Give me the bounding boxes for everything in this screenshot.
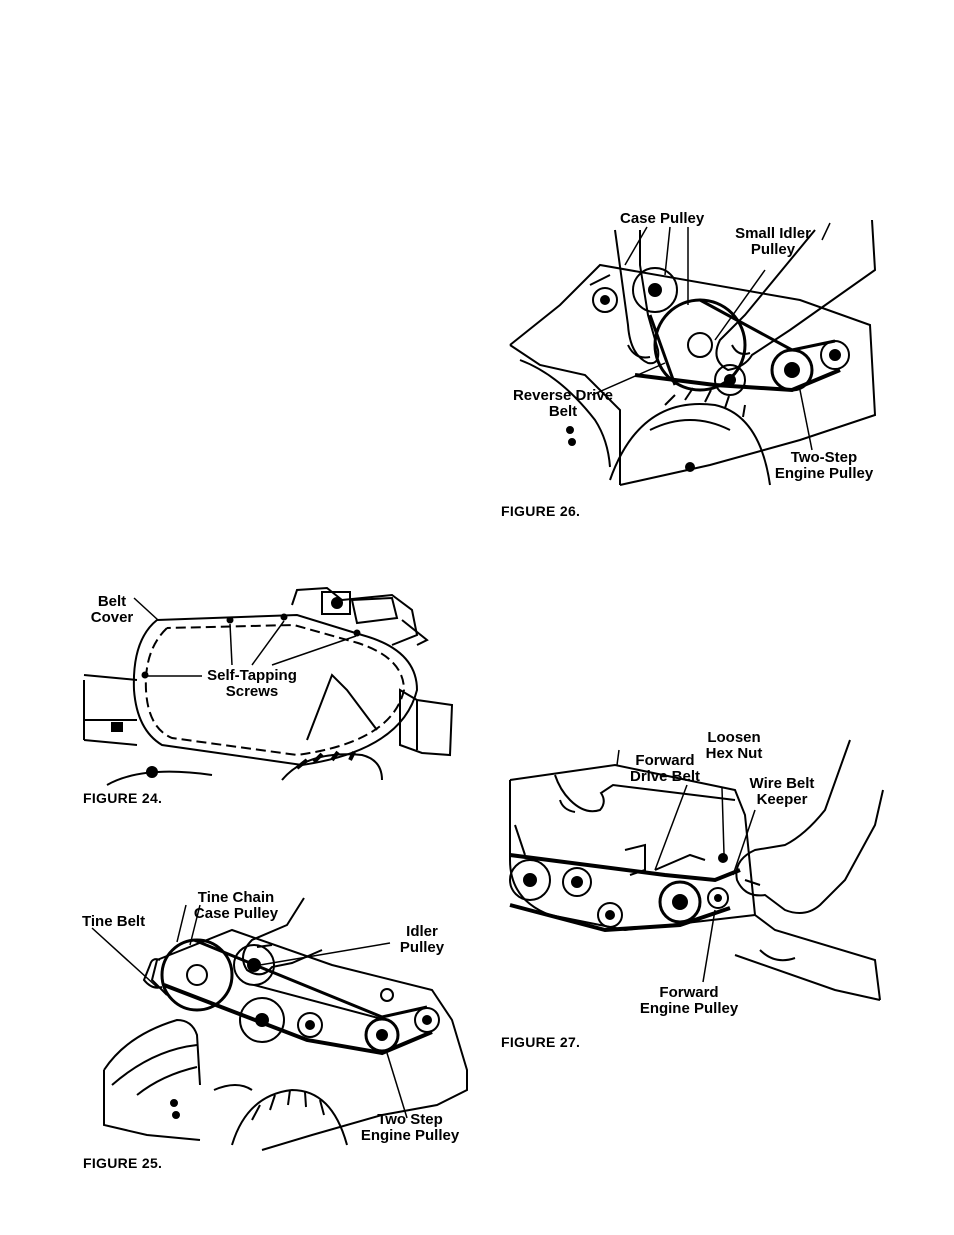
label-tine-chain-case-pulley: Tine Chain Case Pulley	[186, 890, 286, 922]
figure-25-caption: FIGURE 25.	[83, 1155, 162, 1171]
label-forward-engine-pulley: Forward Engine Pulley	[629, 985, 749, 1017]
figure-25: Tine Belt Tine Chain Case Pulley Idler P…	[82, 885, 472, 1185]
label-self-tapping-screws: Self-Tapping Screws	[200, 668, 304, 700]
figure-26: Case Pulley Small Idler Pulley Reverse D…	[500, 205, 890, 525]
figure-26-caption: FIGURE 26.	[501, 503, 580, 519]
figure-27-caption: FIGURE 27.	[501, 1034, 580, 1050]
label-belt-cover: Belt Cover	[84, 594, 140, 626]
figure-24-caption: FIGURE 24.	[83, 790, 162, 806]
figure-24: Belt Cover Self-Tapping Screws FIGURE 24…	[82, 580, 462, 810]
figure-27: Loosen Hex Nut Forward Drive Belt Wire B…	[505, 730, 895, 1060]
label-case-pulley: Case Pulley	[620, 211, 704, 227]
label-tine-belt: Tine Belt	[82, 914, 145, 930]
label-wire-belt-keeper: Wire Belt Keeper	[739, 776, 825, 808]
label-two-step-engine-pulley-25: Two Step Engine Pulley	[352, 1112, 468, 1144]
label-reverse-drive-belt: Reverse Drive Belt	[504, 388, 622, 420]
label-forward-drive-belt: Forward Drive Belt	[619, 753, 711, 785]
label-two-step-engine-pulley: Two-Step Engine Pulley	[766, 450, 882, 482]
label-small-idler-pulley: Small Idler Pulley	[718, 226, 828, 258]
label-idler-pulley: Idler Pulley	[392, 924, 452, 956]
